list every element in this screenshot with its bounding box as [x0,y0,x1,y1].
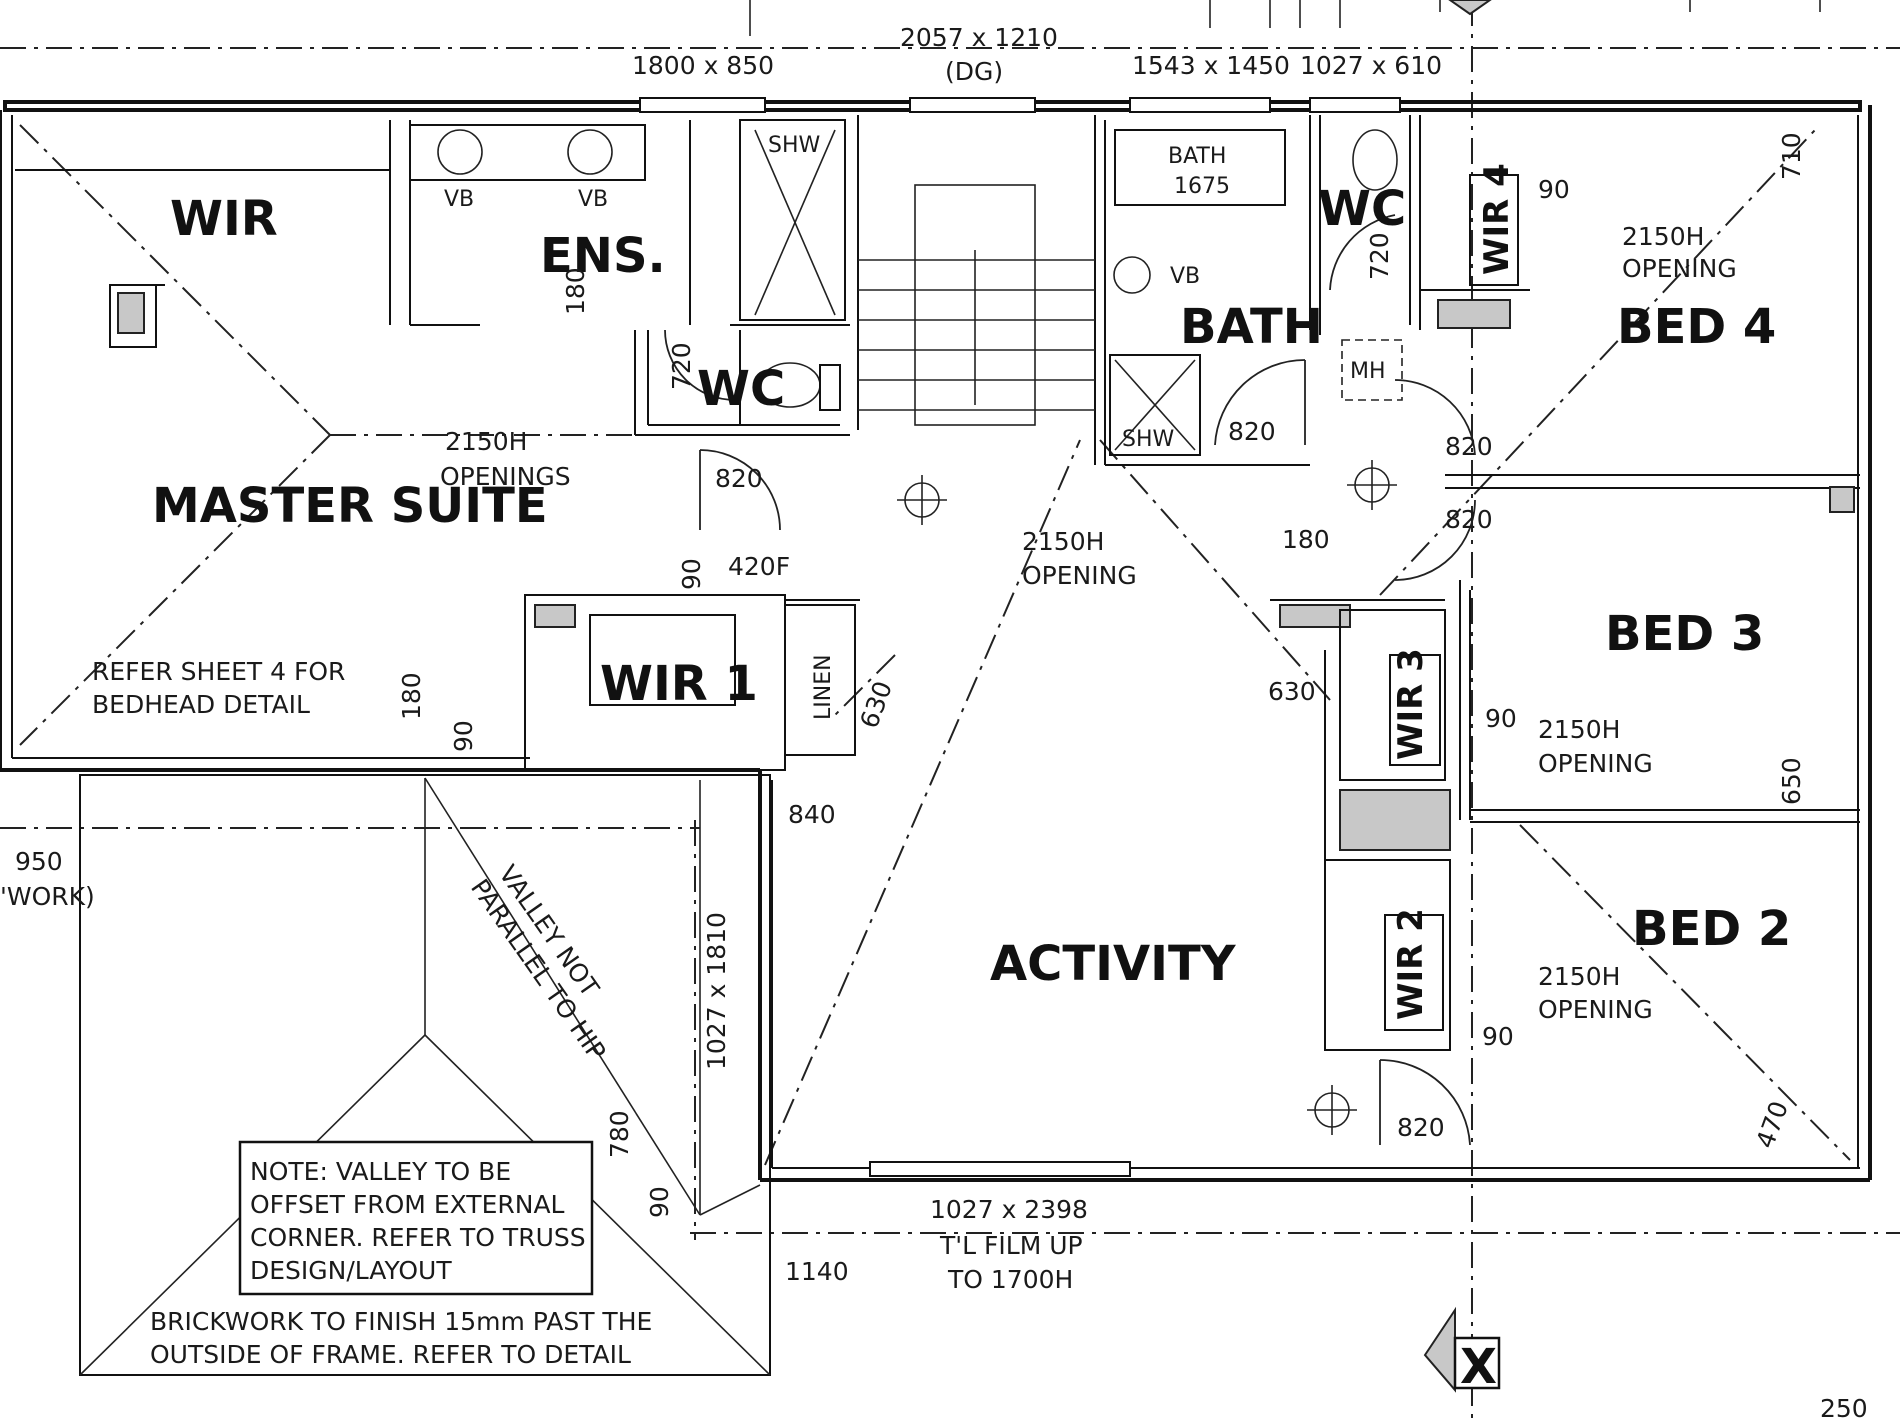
room-label-wc-right: WC [1318,181,1406,237]
opening-4b: OPENING [1538,749,1653,778]
dim-820-c: 820 [1445,432,1493,461]
dim-180-b: 180 [1282,525,1330,554]
opening-3b: OPENING [1622,254,1737,283]
room-label-wir2: WIR 2 [1391,908,1431,1020]
valley-note-box [238,1140,594,1296]
room-label-bath: BATH [1180,299,1323,355]
note-box-line-1: NOTE: VALLEY TO BE [250,1157,511,1186]
fixture-shw-2: SHW [1122,427,1175,452]
room-label-bed4: BED 4 [1617,299,1776,355]
dim-250: 250 [1820,1394,1868,1423]
dim-470: 470 [1750,1097,1794,1152]
dim-820-a: 820 [715,464,763,493]
door-swings [664,214,1476,1146]
note-brick-2: OUTSIDE OF FRAME. REFER TO DETAIL [150,1340,631,1369]
room-label-wir3: WIR 3 [1391,648,1431,760]
opening-5a: 2150H [1538,962,1620,991]
window-3: 1543 x 1450 [1132,51,1290,80]
window-1: 1800 x 850 [632,51,774,80]
note-box-line-2: OFFSET FROM EXTERNAL [250,1190,565,1219]
opening-5b: OPENING [1538,995,1653,1024]
fixture-bath-2: 1675 [1174,174,1230,199]
opening-3a: 2150H [1622,222,1704,251]
window-labels: 1800 x 850 2057 x 1210 (DG) 1543 x 1450 … [632,23,1442,1294]
opening-labels: 2150H OPENINGS 2150H OPENING 2150H OPENI… [440,222,1737,1024]
room-label-wir4: WIR 4 [1477,163,1517,275]
window-2b: (DG) [945,57,1003,86]
opening-2a: 2150H [1022,527,1104,556]
dim-820-d: 820 [1445,505,1493,534]
room-label-master-suite: MASTER SUITE [152,478,548,534]
fixture-mh: MH [1350,359,1386,384]
fixture-vb-2: VB [578,187,608,212]
fixture-labels: VB VB VB SHW SHW BATH 1675 MH [444,133,1386,452]
dim-180-c: 180 [397,672,426,720]
dim-90-a: 90 [1538,175,1570,204]
opening-4a: 2150H [1538,715,1620,744]
internal-walls [15,115,1860,1051]
dim-630-b: 630 [854,677,898,732]
top-dimension-ticks [749,0,1821,36]
window-6b: T'L FILM UP [939,1231,1083,1260]
room-label-wir1: WIR 1 [600,656,758,712]
dim-840: 840 [788,800,836,829]
dim-90-d: 90 [677,558,706,590]
dim-90-b: 90 [1485,704,1517,733]
note-refer-2: BEDHEAD DETAIL [92,690,310,719]
dim-820-b: 820 [1228,417,1276,446]
room-label-bed3: BED 3 [1605,606,1764,662]
room-labels: WIR ENS. MASTER SUITE WIR 1 WC BATH WC B… [152,163,1791,1020]
opening-1a: 2150H [445,427,527,456]
opening-2b: OPENING [1022,561,1137,590]
external-walls [0,97,1872,1182]
window-6c: TO 1700H [947,1265,1073,1294]
dim-950: 950 [15,847,63,876]
note-work: 'WORK) [0,882,95,911]
room-label-wc-left: WC [697,361,785,417]
note-box-line-3: CORNER. REFER TO TRUSS [250,1223,586,1252]
dim-720-a: 720 [667,342,696,390]
note-brick-1: BRICKWORK TO FINISH 15mm PAST THE [150,1307,652,1336]
room-label-ens: ENS. [540,228,666,284]
general-notes: REFER SHEET 4 FOR BEDHEAD DETAIL VALLEY … [0,657,1497,1395]
dim-90-e: 90 [449,720,478,752]
fixture-vb-3: VB [1170,264,1200,289]
light-points [897,339,1403,1135]
room-label-wir: WIR [170,191,278,247]
dim-90-c: 90 [1482,1022,1514,1051]
dim-780: 780 [605,1110,634,1158]
dim-180-a: 180 [561,267,590,315]
dim-630-a: 630 [1268,677,1316,706]
fixture-bath-1: BATH [1168,144,1226,169]
dim-90-f: 90 [645,1186,674,1218]
note-box-line-4: DESIGN/LAYOUT [250,1256,452,1285]
dim-1140: 1140 [785,1257,849,1286]
dim-720-b: 720 [1365,232,1394,280]
room-label-activity: ACTIVITY [990,936,1237,992]
room-label-bed2: BED 2 [1632,901,1791,957]
window-5: 1027 x 1810 [702,912,731,1070]
window-6a: 1027 x 2398 [930,1195,1088,1224]
dim-820-e: 820 [1397,1113,1445,1142]
dim-420f: 420F [728,552,790,581]
fixture-shw-1: SHW [768,133,821,158]
dim-650: 650 [1777,757,1806,805]
window-2a: 2057 x 1210 [900,23,1058,52]
window-4: 1027 x 610 [1300,51,1442,80]
note-refer-1: REFER SHEET 4 FOR [92,657,345,686]
fixture-vb-1: VB [444,187,474,212]
roof-outline [79,774,1501,1393]
dim-710: 710 [1777,132,1806,180]
room-label-linen: LINEN [811,654,836,720]
opening-1b: OPENINGS [440,462,571,491]
section-marker: X [1460,1339,1497,1395]
